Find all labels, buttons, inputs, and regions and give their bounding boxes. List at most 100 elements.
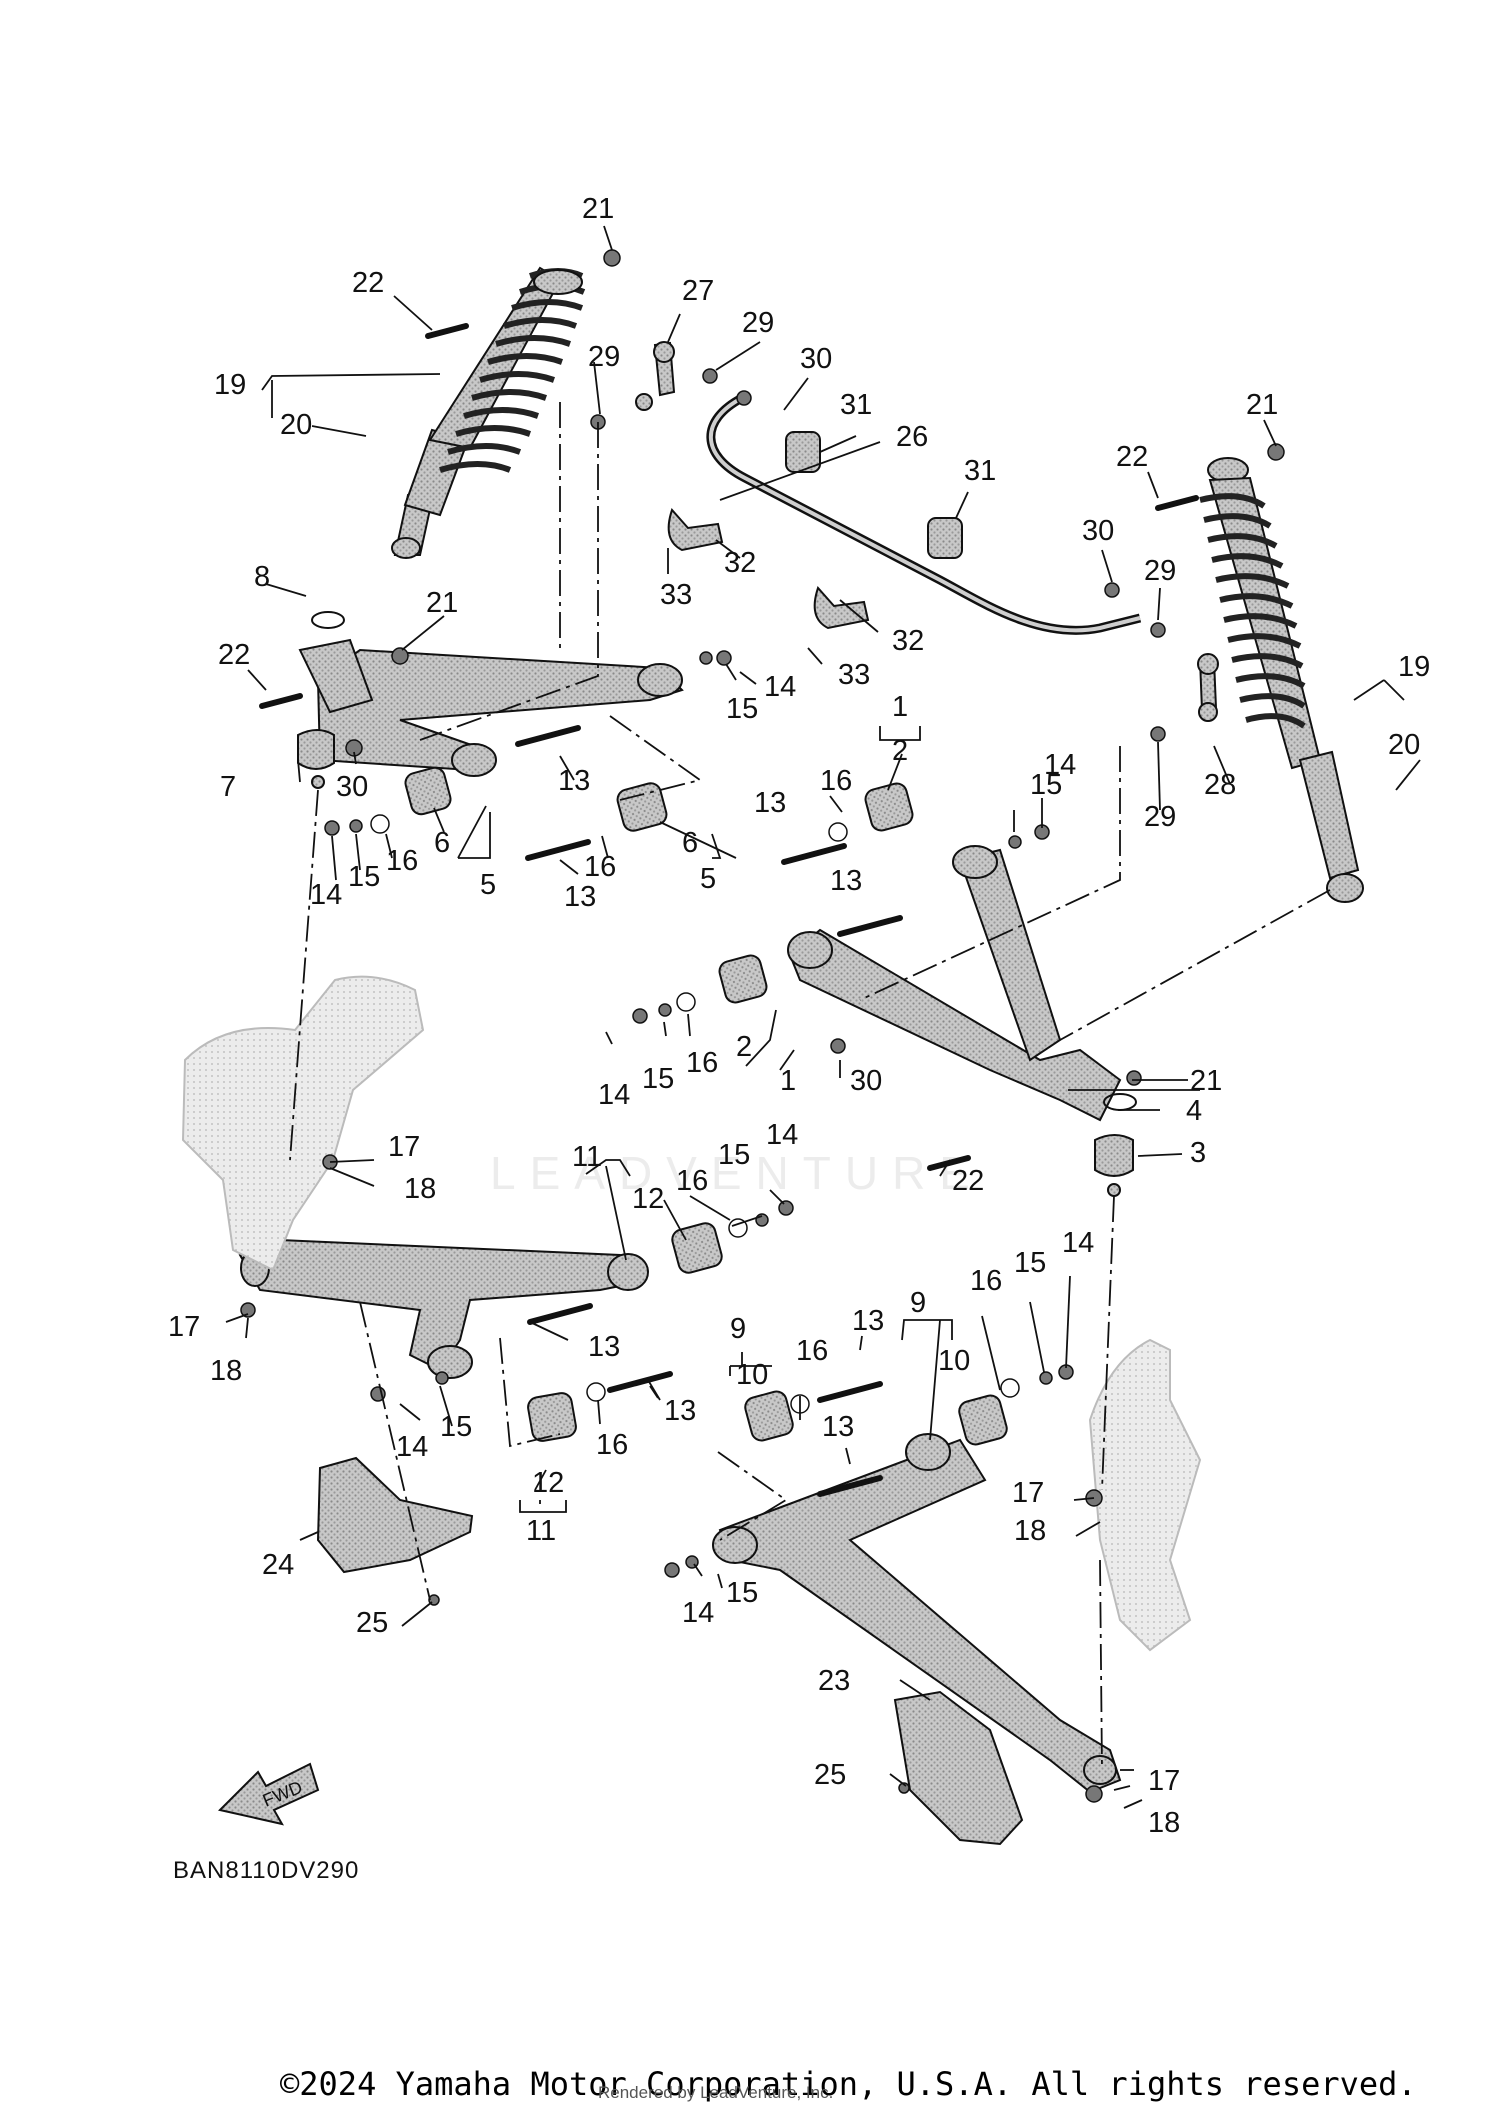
callout-1: 1 xyxy=(892,691,908,723)
callout-13: 13 xyxy=(558,765,590,797)
callout-1: 1 xyxy=(780,1065,796,1097)
right-upper-arm xyxy=(788,928,1122,1122)
callout-15: 15 xyxy=(348,861,380,893)
callout-29: 29 xyxy=(1144,555,1176,587)
callout-30: 30 xyxy=(336,771,368,803)
callout-6: 6 xyxy=(434,827,450,859)
bushing xyxy=(671,1222,723,1274)
callout-26: 26 xyxy=(896,421,928,453)
callout-16: 16 xyxy=(796,1335,828,1367)
bushing xyxy=(616,782,668,832)
callout-13: 13 xyxy=(822,1411,854,1443)
callout-14: 14 xyxy=(1062,1227,1094,1259)
callout-31: 31 xyxy=(840,389,872,421)
callout-4: 4 xyxy=(1186,1095,1202,1127)
callout-6: 6 xyxy=(682,827,698,859)
callout-18: 18 xyxy=(1148,1807,1180,1839)
rendered-by-credit: Rendered by LeadVenture, Inc. xyxy=(598,2083,834,2102)
callout-9: 9 xyxy=(910,1287,926,1319)
callout-19: 19 xyxy=(214,369,246,401)
callout-16: 16 xyxy=(596,1429,628,1461)
callout-15: 15 xyxy=(1030,769,1062,801)
stabilizer-bracket xyxy=(813,586,870,630)
stabilizer-bracket xyxy=(667,508,724,552)
callout-5: 5 xyxy=(700,863,716,895)
right-lower-arm xyxy=(718,1438,1122,1794)
callout-15: 15 xyxy=(726,1577,758,1609)
left-lower-arm xyxy=(238,1238,642,1372)
callout-14: 14 xyxy=(682,1597,714,1629)
callout-2: 2 xyxy=(736,1031,752,1063)
callout-25: 25 xyxy=(814,1759,846,1791)
callout-14: 14 xyxy=(764,671,796,703)
callout-25: 25 xyxy=(356,1607,388,1639)
stabilizer-bushing xyxy=(927,517,963,559)
callout-23: 23 xyxy=(818,1665,850,1697)
callout-22: 22 xyxy=(352,267,384,299)
callout-13: 13 xyxy=(664,1395,696,1427)
right-shock-absorber xyxy=(1199,457,1364,903)
callout-13: 13 xyxy=(852,1305,884,1337)
bushing xyxy=(527,1392,577,1442)
callout-33: 33 xyxy=(660,579,692,611)
callout-15: 15 xyxy=(440,1411,472,1443)
callout-17: 17 xyxy=(388,1131,420,1163)
callout-10: 10 xyxy=(736,1359,768,1391)
bushing xyxy=(958,1394,1008,1446)
callout-13: 13 xyxy=(564,881,596,913)
callout-13: 13 xyxy=(588,1331,620,1363)
callout-17: 17 xyxy=(1148,1765,1180,1797)
bushing xyxy=(718,954,768,1004)
callout-labels: 21 22 19 20 27 29 29 30 31 26 31 32 33 3… xyxy=(168,193,1430,1839)
callout-7: 7 xyxy=(220,771,236,803)
callout-15: 15 xyxy=(718,1139,750,1171)
lower-arm-guard-left xyxy=(316,1456,474,1574)
ball-joint-right-upper xyxy=(1094,1134,1134,1177)
callout-30: 30 xyxy=(800,343,832,375)
bushing xyxy=(744,1390,794,1442)
callout-16: 16 xyxy=(970,1265,1002,1297)
callout-14: 14 xyxy=(766,1119,798,1151)
left-shock-absorber xyxy=(391,266,586,559)
callout-12: 12 xyxy=(532,1467,564,1499)
callout-16: 16 xyxy=(584,851,616,883)
callout-10: 10 xyxy=(938,1345,970,1377)
callout-11: 11 xyxy=(526,1515,556,1547)
bushing xyxy=(864,782,914,832)
callout-19: 19 xyxy=(1398,651,1430,683)
left-upper-arm xyxy=(316,648,684,772)
callout-18: 18 xyxy=(404,1173,436,1205)
callout-32: 32 xyxy=(724,547,756,579)
callout-14: 14 xyxy=(598,1079,630,1111)
ball-joint-left-upper xyxy=(297,729,335,770)
callout-30: 30 xyxy=(1082,515,1114,547)
callout-16: 16 xyxy=(386,845,418,877)
callout-20: 20 xyxy=(280,409,312,441)
callout-29: 29 xyxy=(1144,801,1176,833)
callout-33: 33 xyxy=(838,659,870,691)
fwd-arrow xyxy=(218,1762,320,1826)
callout-17: 17 xyxy=(168,1311,200,1343)
callout-15: 15 xyxy=(726,693,758,725)
callout-18: 18 xyxy=(210,1355,242,1387)
callout-16: 16 xyxy=(686,1047,718,1079)
callout-30: 30 xyxy=(850,1065,882,1097)
callout-3: 3 xyxy=(1190,1137,1206,1169)
callout-29: 29 xyxy=(588,341,620,373)
callout-14: 14 xyxy=(310,879,342,911)
callout-24: 24 xyxy=(262,1549,294,1581)
callout-12: 12 xyxy=(632,1183,664,1215)
watermark: LEADVENTURE xyxy=(490,1147,984,1199)
callout-2: 2 xyxy=(892,735,908,767)
callout-15: 15 xyxy=(642,1063,674,1095)
leader-lines xyxy=(225,225,1421,1809)
callout-15: 15 xyxy=(1014,1247,1046,1279)
callout-31: 31 xyxy=(964,455,996,487)
callout-27: 27 xyxy=(682,275,714,307)
callout-22: 22 xyxy=(1116,441,1148,473)
callout-32: 32 xyxy=(892,625,924,657)
callout-13: 13 xyxy=(754,787,786,819)
copyright-notice: ©2024 Yamaha Motor Corporation, U.S.A. A… xyxy=(280,2065,1417,2103)
